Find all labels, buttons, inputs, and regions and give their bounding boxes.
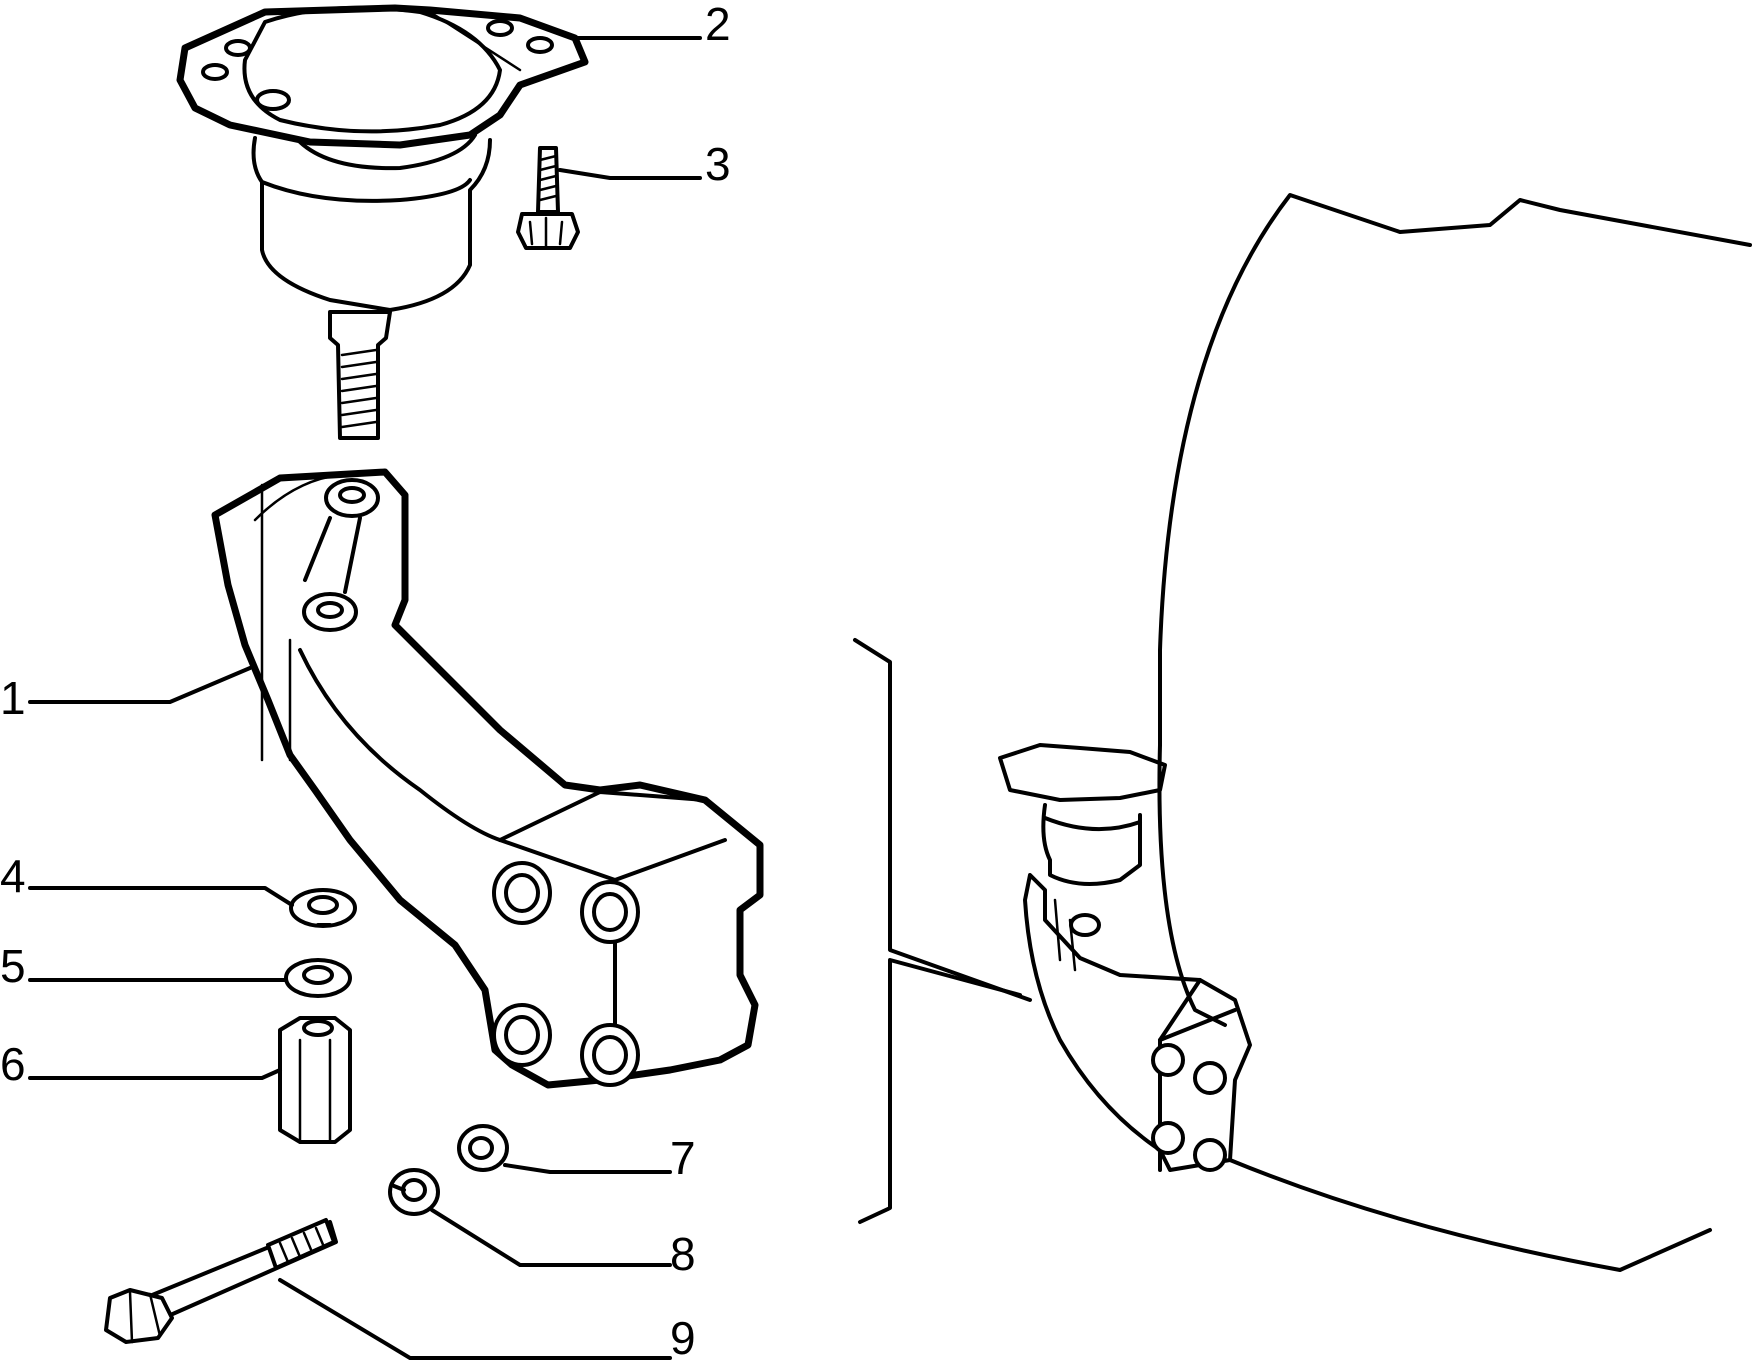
callout-labels: 1 2 3 4 5 6 7 8 9 — [0, 0, 731, 1362]
split-washer-part-4 — [289, 888, 357, 928]
callout-4: 4 — [0, 850, 26, 902]
hex-spacer-part-6 — [278, 1016, 352, 1144]
callout-2: 2 — [705, 0, 731, 50]
leader-lines — [28, 36, 702, 1360]
support-bracket-part — [211, 468, 764, 1089]
callout-8: 8 — [670, 1228, 696, 1280]
callout-9: 9 — [670, 1312, 696, 1362]
callout-7: 7 — [670, 1132, 696, 1184]
callout-6: 6 — [0, 1038, 26, 1090]
callout-3: 3 — [705, 138, 731, 190]
hex-bolt-part-9 — [104, 1218, 338, 1344]
assembled-view — [853, 193, 1752, 1272]
engine-mount-part — [176, 4, 589, 440]
flat-washer-part-7 — [457, 1124, 509, 1172]
flat-washer-part-5 — [284, 958, 352, 998]
callout-5: 5 — [0, 940, 26, 992]
split-washer-part-8 — [388, 1168, 440, 1216]
flange-bolt-part — [516, 146, 580, 250]
callout-1: 1 — [0, 672, 26, 724]
